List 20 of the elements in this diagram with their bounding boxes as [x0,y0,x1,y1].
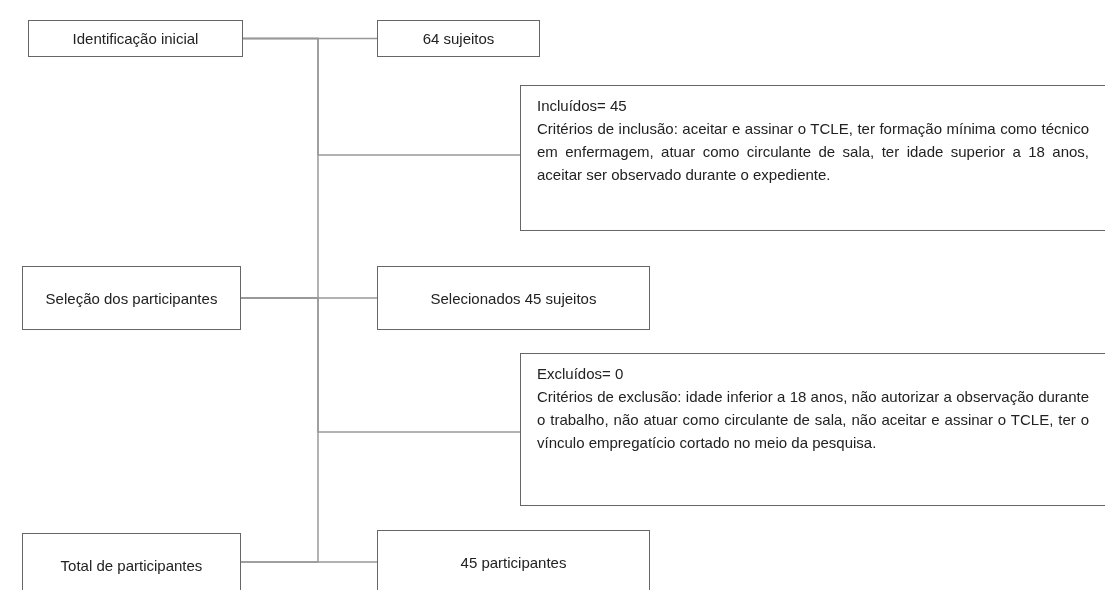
box-label: Incluídos= 45 [537,96,628,116]
process-box [520,85,1105,231]
connector-line [240,297,319,563]
box-description: Critérios de inclusão: aceitar e assinar o TCLE, ter formação mínima como técnico em enfermagem, atuar como circulante de sala, ter idade superior a 18 anos, aceitar ser observado durante o expediente. [537,119,1089,185]
box-description: Critérios de exclusão: idade inferior a 18 anos, não autorizar a observação durante o trabalho, não atuar como circulante de sala, não aceitar e assinar o TCLE, ter o vínculo empregatício cortado no meio da pesquisa. [537,387,1089,453]
process-box [377,530,650,590]
box-label: Excluídos= 0 [537,364,625,384]
box-label: Seleção dos participantes [45,288,218,309]
process-box [377,20,540,57]
process-box [28,20,243,57]
box-label: 64 sujeitos [422,29,495,49]
box-label: Total de participantes [60,555,203,576]
process-box [22,533,241,590]
process-box [22,266,241,330]
box-label: 45 participantes [460,552,567,573]
process-box [520,353,1105,506]
box-label: Selecionados 45 sujeitos [430,288,597,309]
connector-line [240,561,378,563]
process-box [377,266,650,330]
box-label: Identificação inicial [72,29,199,49]
